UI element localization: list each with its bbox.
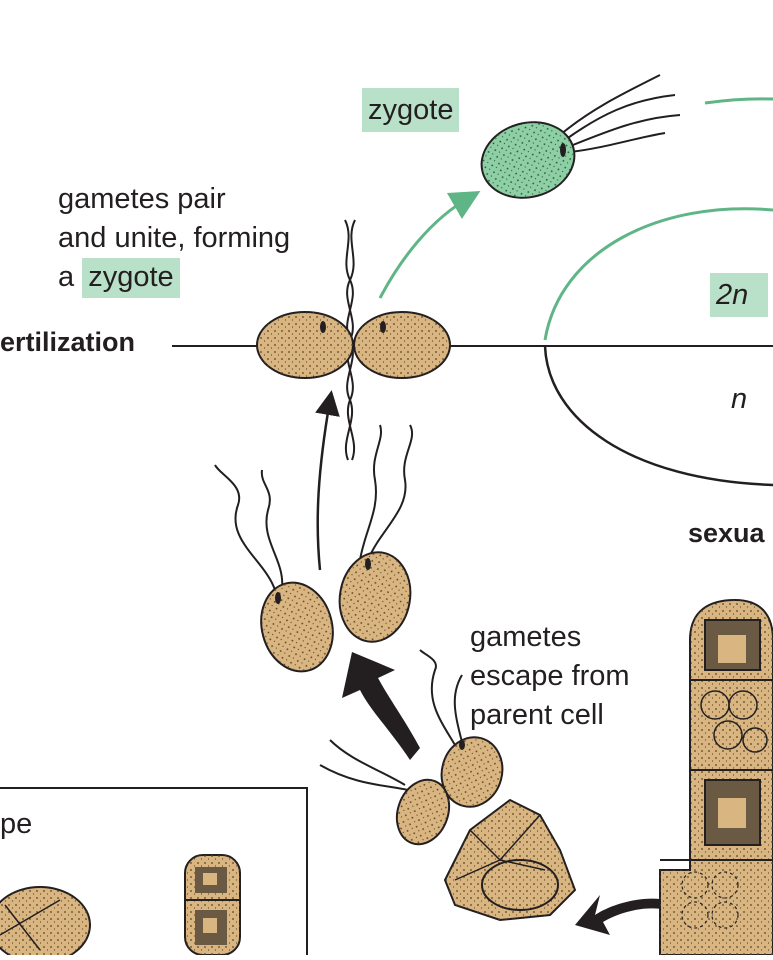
arrow-up-to-fusion [315,390,340,571]
algal-filament [659,598,773,956]
inset-fragment-label: pe [0,808,33,840]
arrow-escape-to-gametes [342,652,420,760]
arrow-filament-to-cell [575,895,668,935]
haploid-ellipse-arc [543,345,773,487]
diploid-ellipse-arc [543,207,773,341]
fertilization-label: ertilization [0,327,136,357]
gamete-left [214,464,334,673]
gametes-escape-line3: parent cell [470,699,604,731]
gametes-escape-line2: escape from [470,660,630,692]
ruptured-parent-cell [443,798,577,922]
ploidy-diploid-label: 2n [710,273,769,317]
ploidy-haploid-label: n [731,383,748,415]
zygote-label: zygote [362,88,460,132]
fusing-gametes [256,219,451,461]
sexual-label: sexua [688,518,765,548]
inset-box [0,787,308,960]
cycle-arc-top [704,97,773,105]
gametes-escape-line1: gametes [470,621,582,653]
escaping-gamete-lower [319,739,451,846]
gametes-pair-line2: and unite, forming [58,222,291,254]
gamete-right [338,424,414,643]
gametes-pair-line1: gametes pair [58,183,226,215]
gametes-pair-line3-prefix: a [58,261,75,293]
gametes-pair-line3: a zygote [58,258,180,298]
escaping-gamete-upper [419,649,504,808]
gametes-pair-zygote-highlight: zygote [82,258,180,298]
zygote-cell [480,74,681,199]
arrow-to-zygote [378,191,481,299]
